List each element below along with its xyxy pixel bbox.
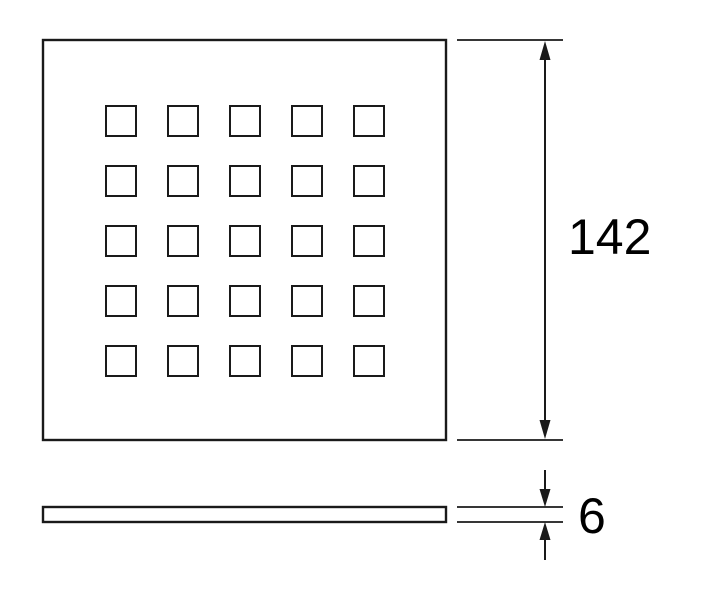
perforation-hole — [229, 225, 261, 257]
perforation-grid — [105, 105, 385, 377]
perforation-hole — [353, 165, 385, 197]
perforation-hole — [105, 285, 137, 317]
perforation-hole — [167, 105, 199, 137]
perforation-hole — [291, 105, 323, 137]
arrow-up-icon — [539, 41, 551, 60]
perforation-hole — [291, 225, 323, 257]
perforation-hole — [229, 285, 261, 317]
side-view — [41, 505, 448, 524]
perforation-hole — [105, 105, 137, 137]
perforation-hole — [105, 225, 137, 257]
perforation-hole — [229, 105, 261, 137]
side-view-plate-outline — [41, 505, 448, 524]
perforation-hole — [291, 285, 323, 317]
perforation-hole — [291, 165, 323, 197]
perforation-hole — [167, 285, 199, 317]
perforation-hole — [229, 165, 261, 197]
perforation-hole — [353, 345, 385, 377]
perforation-hole — [353, 105, 385, 137]
perforation-hole — [167, 225, 199, 257]
perforation-hole — [291, 345, 323, 377]
perforation-hole — [229, 345, 261, 377]
arrow-down-icon — [539, 420, 551, 439]
dimension-label-height: 142 — [568, 209, 651, 265]
dimension-thickness: 6 — [457, 470, 606, 560]
top-view — [41, 38, 448, 442]
perforation-hole — [353, 225, 385, 257]
dimension-label-thickness: 6 — [578, 488, 606, 544]
dimension-height: 142 — [457, 39, 651, 441]
arrow-down-icon — [539, 489, 551, 507]
perforation-hole — [105, 345, 137, 377]
arrow-up-icon — [539, 522, 551, 540]
perforation-hole — [167, 165, 199, 197]
perforation-hole — [353, 285, 385, 317]
perforation-hole — [105, 165, 137, 197]
perforation-hole — [167, 345, 199, 377]
